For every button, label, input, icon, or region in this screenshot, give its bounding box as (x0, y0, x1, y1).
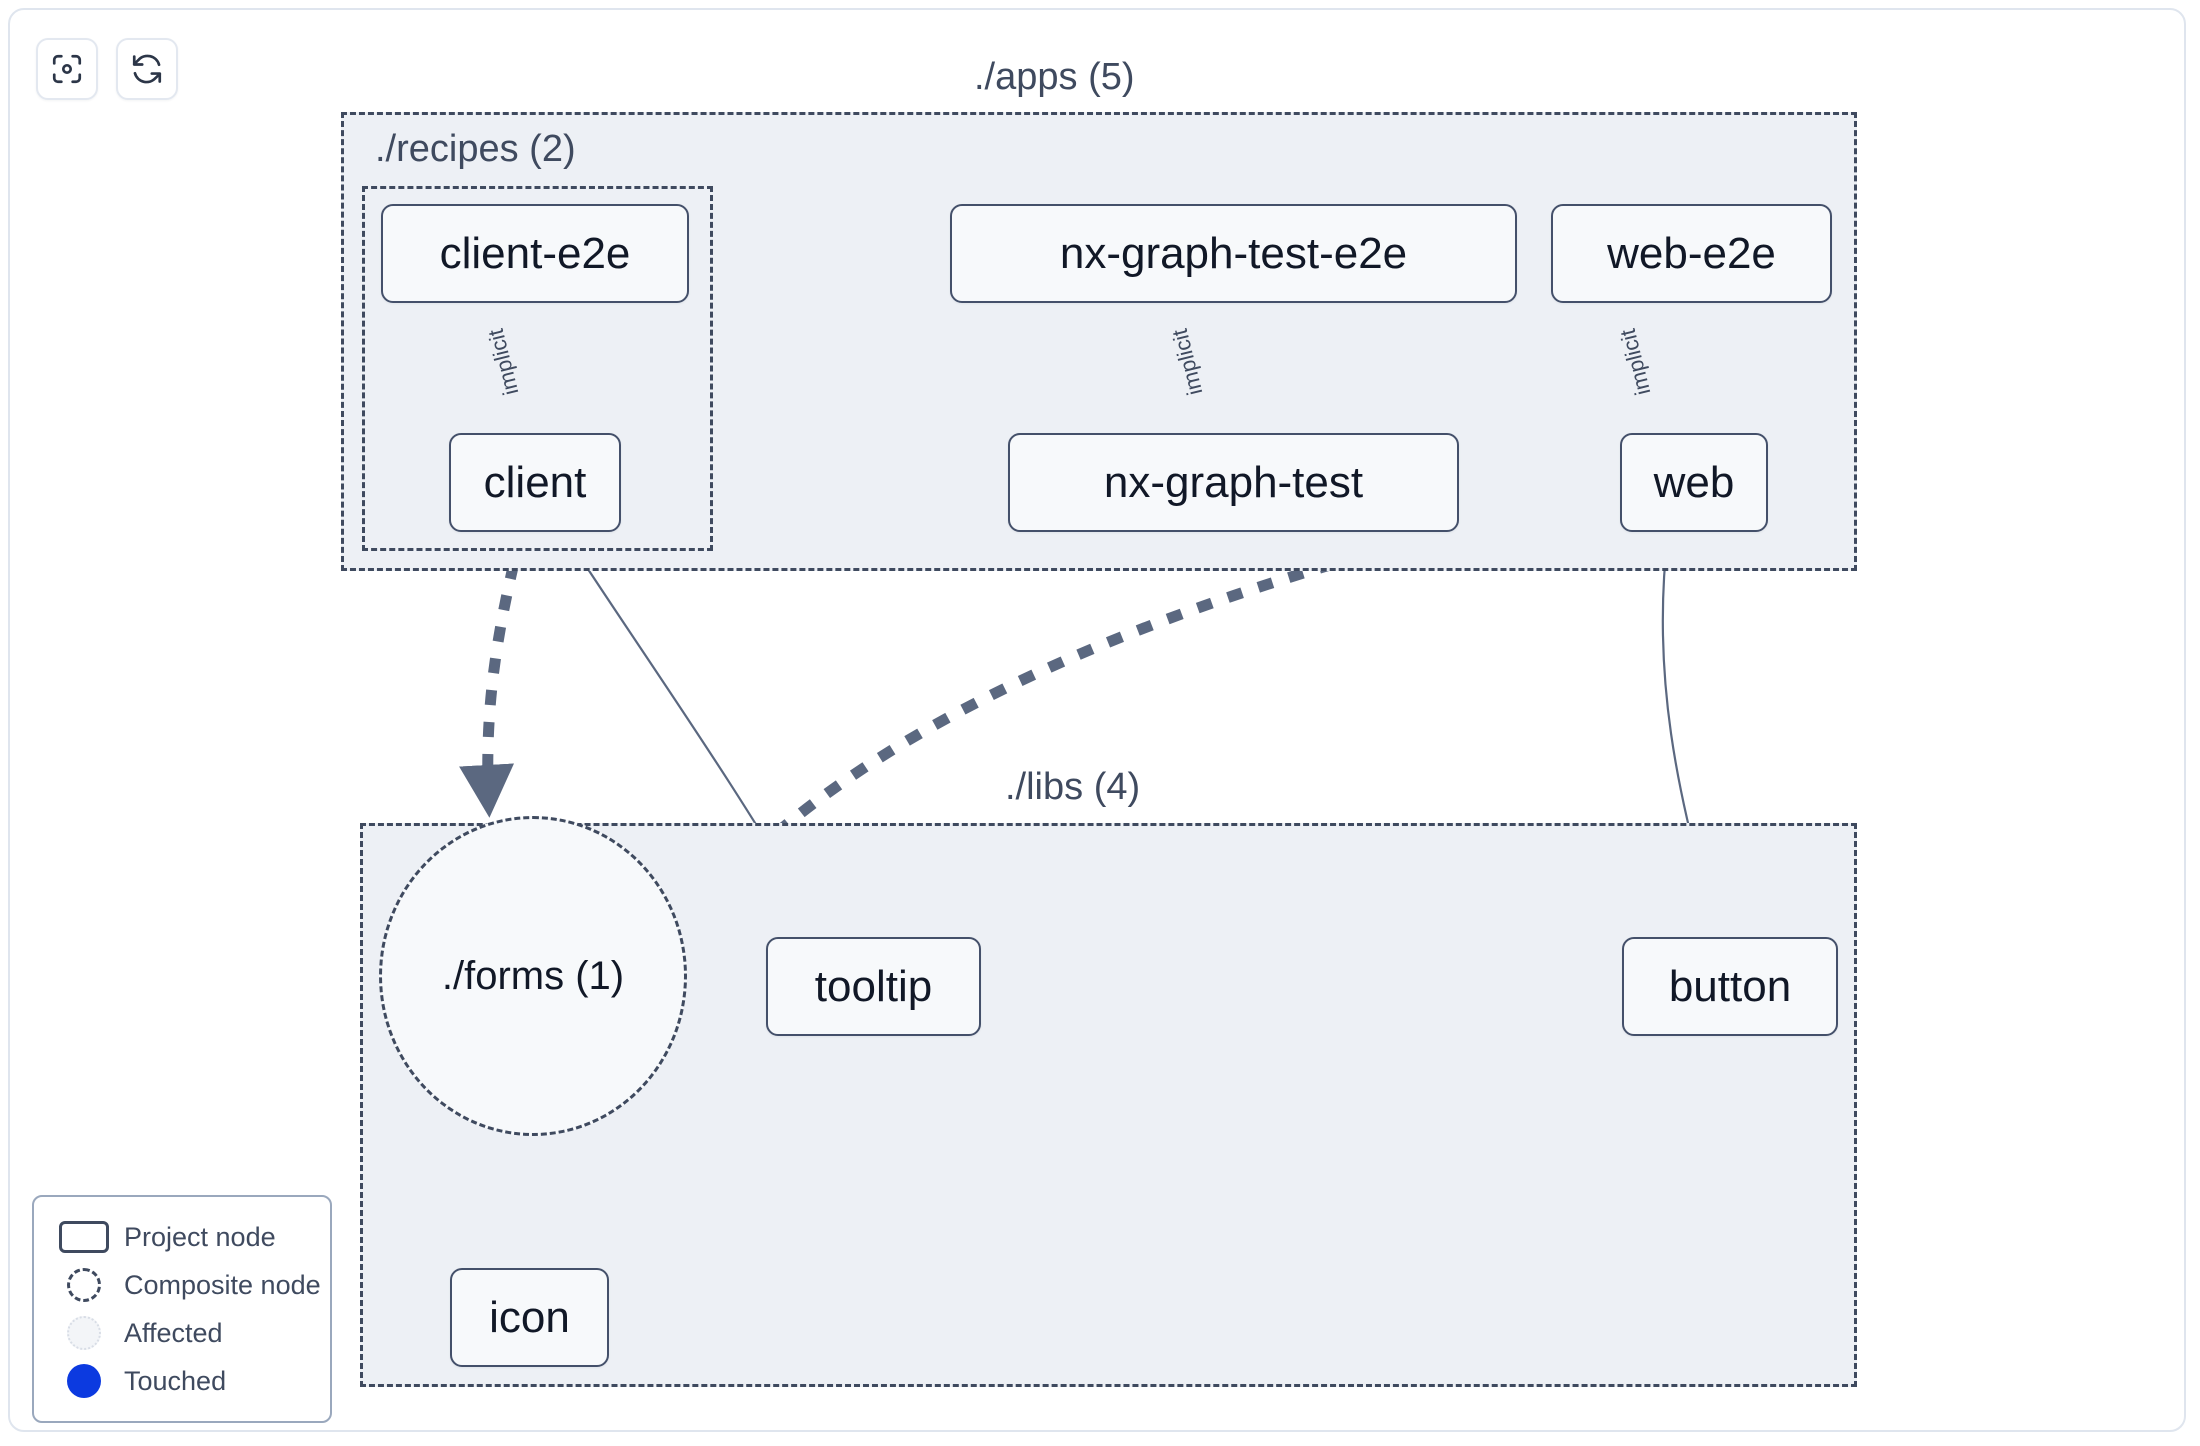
legend-item-composite-node: Composite node (52, 1261, 321, 1309)
legend-item-project-node: Project node (52, 1213, 312, 1261)
graph-toolbar (36, 38, 178, 100)
touched-node-icon (52, 1364, 116, 1398)
refresh-graph-button[interactable] (116, 38, 178, 100)
node-icon[interactable]: icon (450, 1268, 609, 1367)
node-web[interactable]: web (1620, 433, 1768, 532)
affected-node-icon (52, 1316, 116, 1350)
legend-label-composite-node: Composite node (124, 1269, 321, 1300)
node-nx-graph-test-e2e[interactable]: nx-graph-test-e2e (950, 204, 1517, 303)
legend-label-project-node: Project node (124, 1221, 276, 1252)
group-label-libs[interactable]: ./libs (4) (1005, 766, 1141, 808)
group-label-apps[interactable]: ./apps (5) (974, 56, 1135, 98)
node-tooltip[interactable]: tooltip (766, 937, 981, 1036)
refresh-icon (130, 52, 164, 86)
node-nx-graph-test[interactable]: nx-graph-test (1008, 433, 1459, 532)
focus-target-icon (50, 52, 84, 86)
legend-item-affected: Affected (52, 1309, 312, 1357)
legend-label-affected: Affected (124, 1317, 223, 1348)
node-forms-composite[interactable]: ./forms (1) (379, 816, 687, 1136)
node-client-e2e[interactable]: client-e2e (381, 204, 689, 303)
node-web-e2e[interactable]: web-e2e (1551, 204, 1832, 303)
legend-label-touched: Touched (124, 1365, 227, 1396)
composite-node-icon (52, 1268, 116, 1302)
node-button[interactable]: button (1622, 937, 1838, 1036)
graph-legend: Project node Composite node Affected Tou… (32, 1195, 332, 1423)
focus-graph-button[interactable] (36, 38, 98, 100)
project-node-icon (52, 1221, 116, 1253)
node-client[interactable]: client (449, 433, 621, 532)
legend-item-touched: Touched (52, 1357, 312, 1405)
group-label-recipes[interactable]: ./recipes (2) (375, 128, 576, 170)
